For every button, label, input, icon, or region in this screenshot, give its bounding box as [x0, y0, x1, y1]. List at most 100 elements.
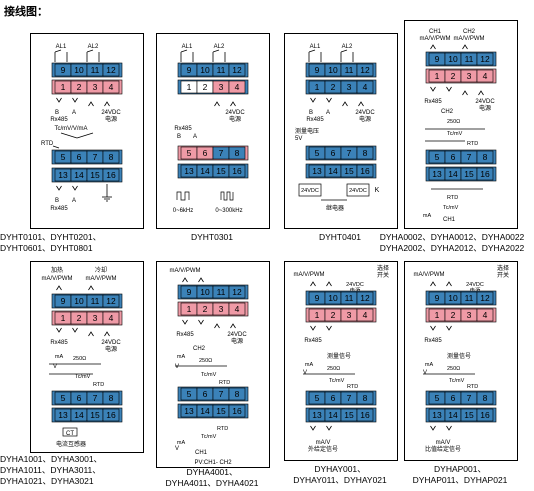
- ma-label: mA: [423, 213, 432, 219]
- external-signal-label: mA/V: [436, 440, 451, 446]
- terminal-number: 4: [363, 82, 368, 92]
- terminal-cell: [356, 308, 374, 322]
- terminal-number: 7: [467, 393, 472, 403]
- arrow-icon: [310, 97, 316, 103]
- terminal-number: 3: [219, 304, 224, 314]
- terminal-number: 1: [435, 310, 440, 320]
- terminal-number: 8: [235, 148, 240, 158]
- arrow-icon: [430, 44, 436, 50]
- terminal-number: 15: [464, 169, 474, 179]
- arrow-icon: [430, 325, 436, 331]
- terminal-number: 5: [315, 148, 320, 158]
- terminal-number: 8: [109, 393, 114, 403]
- terminal-number: 15: [344, 166, 354, 176]
- wiring-panel-8: mA/V/PWM选择开关24VDC电源91011121234Rx485测量信号m…: [404, 261, 518, 461]
- terminal-number: 3: [467, 310, 472, 320]
- terminal-number: 12: [106, 65, 116, 75]
- power-label: 电源: [229, 115, 241, 123]
- ma-label: mA: [177, 354, 186, 360]
- terminal-number: 6: [331, 148, 336, 158]
- rs485-label: Rx485: [50, 117, 68, 123]
- terminal-number: 2: [451, 310, 456, 320]
- terminal-number: 7: [219, 389, 224, 399]
- ct-box: [62, 427, 78, 437]
- arrow-icon: [358, 101, 364, 107]
- power-label: 电源: [359, 115, 371, 123]
- terminal-number: 8: [483, 152, 488, 162]
- terminal-cell: [102, 168, 120, 182]
- caption-line: DYHAY011、DYHAY021: [293, 475, 387, 485]
- caption-line: DYHA1021、DYHA3021: [0, 476, 94, 486]
- output-label: mA/V/PWM: [170, 268, 201, 274]
- arrow-icon: [88, 285, 94, 291]
- rs485-label: Rx485: [50, 340, 68, 346]
- bus-a-label: A: [72, 110, 76, 116]
- v-label: V: [303, 370, 307, 376]
- measure-label: 5V: [295, 136, 302, 142]
- terminal-number: 15: [344, 410, 354, 420]
- terminal-number: 1: [61, 313, 66, 323]
- ma-label: mA: [55, 354, 64, 360]
- pulse-icon: [176, 191, 190, 201]
- resistor-label: 250Ω: [327, 366, 340, 372]
- terminal-cell: [356, 63, 374, 77]
- terminal-number: 13: [432, 410, 442, 420]
- terminal-number: 3: [347, 310, 352, 320]
- terminal-number: 13: [312, 166, 322, 176]
- terminal-number: 9: [435, 293, 440, 303]
- terminal-number: 13: [184, 166, 194, 176]
- terminal-number: 14: [448, 169, 458, 179]
- terminal-number: 2: [203, 304, 208, 314]
- rtd-label: RTD: [219, 380, 230, 386]
- terminal-number: 15: [216, 166, 226, 176]
- dc-source-box: [298, 183, 322, 197]
- terminal-cell: [476, 52, 494, 66]
- arrow-icon: [230, 101, 236, 107]
- terminal-number: 16: [106, 170, 116, 180]
- external-signal-label: 外给定信号: [308, 445, 338, 453]
- rtd-label: RTD: [41, 141, 54, 147]
- bus-b-label: B: [309, 110, 313, 116]
- terminal-cell: [102, 150, 120, 164]
- terminal-number: 7: [93, 152, 98, 162]
- bus-b-label: B: [177, 134, 181, 140]
- terminal-number: 10: [448, 293, 458, 303]
- power-label: 24VDC: [475, 99, 495, 105]
- terminal-number: 4: [363, 310, 368, 320]
- rtd-label: RTD: [93, 382, 104, 388]
- power-label: 24VDC: [355, 110, 375, 116]
- terminal-number: 8: [363, 148, 368, 158]
- input-label: Tc/mV/V/mA: [54, 126, 87, 132]
- terminal-number: 9: [187, 65, 192, 75]
- terminal-number: 10: [448, 54, 458, 64]
- arrow-icon: [310, 325, 316, 331]
- terminal-number: 10: [74, 65, 84, 75]
- rs485-label: Rx485: [306, 117, 324, 123]
- caption-panel-1: DYHT0101、DYHT0201、 DYHT0601、DYHT0801: [0, 232, 120, 254]
- terminal-number: 12: [360, 293, 370, 303]
- selector-label: 选择: [377, 264, 389, 272]
- arrow-icon: [214, 323, 220, 329]
- terminal-cell: [102, 311, 120, 325]
- terminal-number: 14: [328, 410, 338, 420]
- v-label: V: [423, 370, 427, 376]
- rtd-label: RTD: [447, 195, 458, 201]
- terminal-number: 1: [61, 82, 66, 92]
- external-signal-label: mA/V: [316, 440, 331, 446]
- heat-label: 加热: [51, 266, 63, 274]
- dc-label: 24VDC: [349, 188, 367, 194]
- arrow-icon: [214, 101, 220, 107]
- terminal-cell: [228, 146, 246, 160]
- tc-label: Tc/mV: [201, 434, 217, 440]
- terminal-number: 11: [91, 296, 100, 306]
- terminal-number: 13: [58, 410, 68, 420]
- arrow-icon: [326, 425, 332, 431]
- terminal-number: 4: [483, 310, 488, 320]
- caption-line: DYHAP001、: [434, 464, 486, 474]
- switch-label: K: [375, 187, 380, 194]
- wire: [76, 132, 94, 139]
- terminal-cell: [228, 387, 246, 401]
- terminal-cell: [228, 164, 246, 178]
- relay-label: AL1: [182, 44, 193, 50]
